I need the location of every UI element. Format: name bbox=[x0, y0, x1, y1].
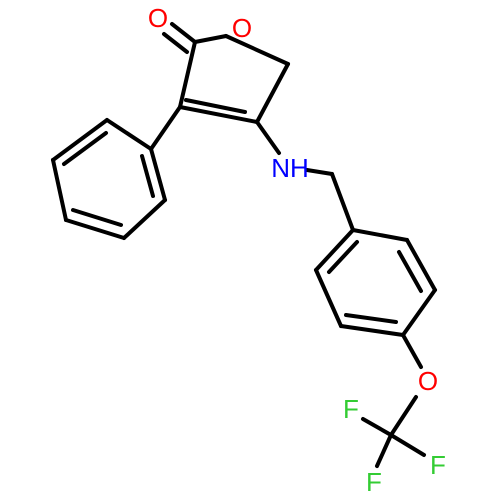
bond-benzyl-4 bbox=[339, 324, 405, 337]
bond-phenyl-6-double bbox=[140, 154, 155, 198]
fluorine-label-1: F bbox=[343, 394, 359, 424]
fluorine-label-2: F bbox=[366, 467, 382, 497]
bond-ch2-benzyl bbox=[330, 172, 355, 232]
bond-phenyl-6 bbox=[149, 147, 167, 202]
bond-c4-n bbox=[255, 120, 281, 155]
bond-ether-o-cf3 bbox=[389, 395, 418, 437]
bond-benzyl-3 bbox=[401, 288, 437, 337]
bond-phenyl-4-double bbox=[71, 208, 123, 227]
bond-c4-c3 bbox=[178, 105, 259, 124]
bond-cf3-f3 bbox=[389, 433, 426, 457]
bond-phenyl-2 bbox=[51, 118, 109, 162]
bond-phenyl-4 bbox=[64, 218, 126, 240]
bond-n-ch2 bbox=[305, 168, 334, 176]
bond-benzyl-6-double bbox=[327, 240, 359, 274]
amine-label: NH bbox=[271, 153, 309, 183]
carbonyl-oxygen-label: O bbox=[148, 3, 168, 33]
bond-benzyl-5 bbox=[314, 268, 343, 328]
bond-benzyl-4-double bbox=[344, 313, 398, 324]
ring-oxygen-label: O bbox=[232, 13, 252, 43]
bond-c3-phenyl bbox=[149, 105, 182, 151]
bond-c4-c3-double bbox=[184, 98, 247, 114]
bond-phenyl-1 bbox=[105, 118, 153, 151]
bond-cf3-f1 bbox=[361, 417, 393, 437]
bond-phenyl-5 bbox=[122, 198, 167, 240]
bond-cf3-f2 bbox=[375, 433, 393, 468]
fluorine-label-3: F bbox=[430, 450, 446, 480]
ether-oxygen-label: O bbox=[418, 366, 438, 396]
bond-benzyl-ether-o bbox=[401, 333, 423, 369]
bond-c3-c2 bbox=[178, 40, 197, 109]
bond-c5-c4 bbox=[255, 62, 290, 124]
bond-benzyl-2-double bbox=[397, 250, 423, 293]
bond-ring-o-c5 bbox=[224, 34, 290, 66]
bond-c2-ring-o bbox=[193, 34, 228, 44]
bond-benzyl-2 bbox=[405, 238, 437, 292]
bond-c2-carbonyl-o bbox=[170, 22, 197, 44]
bond-benzyl-1 bbox=[351, 228, 409, 242]
bond-c2-carbonyl-o-double bbox=[162, 32, 189, 54]
bond-benzyl-6 bbox=[314, 228, 355, 272]
bond-phenyl-3 bbox=[51, 158, 68, 222]
bond-phenyl-2-double bbox=[62, 131, 108, 166]
